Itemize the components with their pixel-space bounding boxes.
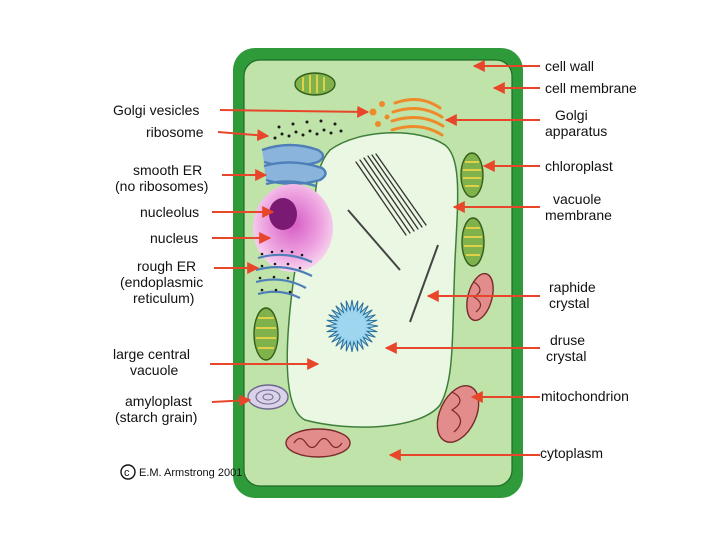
label-nucleus: nucleus bbox=[150, 230, 198, 246]
label-mitochondrion: mitochondrion bbox=[541, 388, 629, 404]
raphide-crystals bbox=[355, 153, 427, 236]
label-large-central-vacuole-1: large central bbox=[113, 346, 190, 362]
amyloplast bbox=[247, 384, 289, 410]
chloroplast-right-1 bbox=[460, 152, 484, 198]
label-rough-er: rough ER bbox=[137, 258, 196, 274]
copyright-text: E.M. Armstrong 2001 bbox=[139, 467, 242, 479]
raphide-crystal-single-1 bbox=[347, 209, 401, 271]
label-vacuole-membrane-1: vacuole bbox=[553, 191, 601, 207]
label-druse-1: druse bbox=[550, 332, 585, 348]
mitochondrion-right-2 bbox=[436, 385, 480, 443]
arrow-golgi-vesicles bbox=[219, 105, 370, 118]
label-rough-er-note-2: reticulum) bbox=[133, 290, 194, 306]
label-golgi-vesicles: Golgi vesicles bbox=[113, 102, 199, 118]
chloroplast-top bbox=[294, 72, 336, 96]
druse-crystal bbox=[325, 299, 379, 353]
nucleolus bbox=[269, 198, 297, 230]
smooth-er bbox=[261, 143, 327, 188]
copyright: c E.M. Armstrong 2001 bbox=[120, 464, 242, 480]
label-large-central-vacuole-2: vacuole bbox=[130, 362, 178, 378]
label-druse-2: crystal bbox=[546, 348, 586, 364]
mitochondrion-bottom bbox=[285, 428, 351, 458]
label-amyloplast-note: (starch grain) bbox=[115, 409, 197, 425]
label-chloroplast: chloroplast bbox=[545, 158, 613, 174]
left-labels: Golgi vesicles ribosome smooth ER (no ri… bbox=[113, 102, 208, 425]
label-ribosome: ribosome bbox=[146, 124, 204, 140]
golgi-apparatus bbox=[390, 97, 445, 137]
copyright-symbol: c bbox=[124, 467, 130, 479]
label-vacuole-membrane-2: membrane bbox=[545, 207, 612, 223]
label-raphide-1: raphide bbox=[549, 279, 596, 295]
label-golgi-apparatus-2: apparatus bbox=[545, 123, 607, 139]
label-smooth-er: smooth ER bbox=[133, 162, 202, 178]
rough-er-ribosomes bbox=[258, 249, 304, 294]
copyright-circle bbox=[120, 464, 136, 480]
pointer-arrows bbox=[210, 60, 540, 461]
label-cell-wall: cell wall bbox=[545, 58, 594, 74]
nucleus bbox=[253, 184, 333, 272]
arrow-amyloplast bbox=[211, 394, 252, 407]
label-rough-er-note-1: (endoplasmic bbox=[120, 274, 203, 290]
arrow-ribosome bbox=[217, 129, 270, 142]
label-amyloplast: amyloplast bbox=[125, 393, 192, 409]
label-golgi-apparatus-1: Golgi bbox=[555, 107, 588, 123]
label-smooth-er-note: (no ribosomes) bbox=[115, 178, 208, 194]
chloroplast-right-2 bbox=[461, 217, 485, 267]
golgi-vesicles bbox=[369, 101, 390, 127]
label-cytoplasm: cytoplasm bbox=[540, 445, 603, 461]
label-cell-membrane: cell membrane bbox=[545, 80, 637, 96]
chloroplast-left bbox=[253, 307, 279, 361]
rough-er bbox=[255, 253, 313, 299]
label-raphide-2: crystal bbox=[549, 295, 589, 311]
label-nucleolus: nucleolus bbox=[140, 204, 199, 220]
raphide-crystal-single-2 bbox=[409, 244, 439, 323]
ribosomes bbox=[273, 119, 343, 140]
right-labels: cell wall cell membrane Golgi apparatus … bbox=[540, 58, 637, 461]
